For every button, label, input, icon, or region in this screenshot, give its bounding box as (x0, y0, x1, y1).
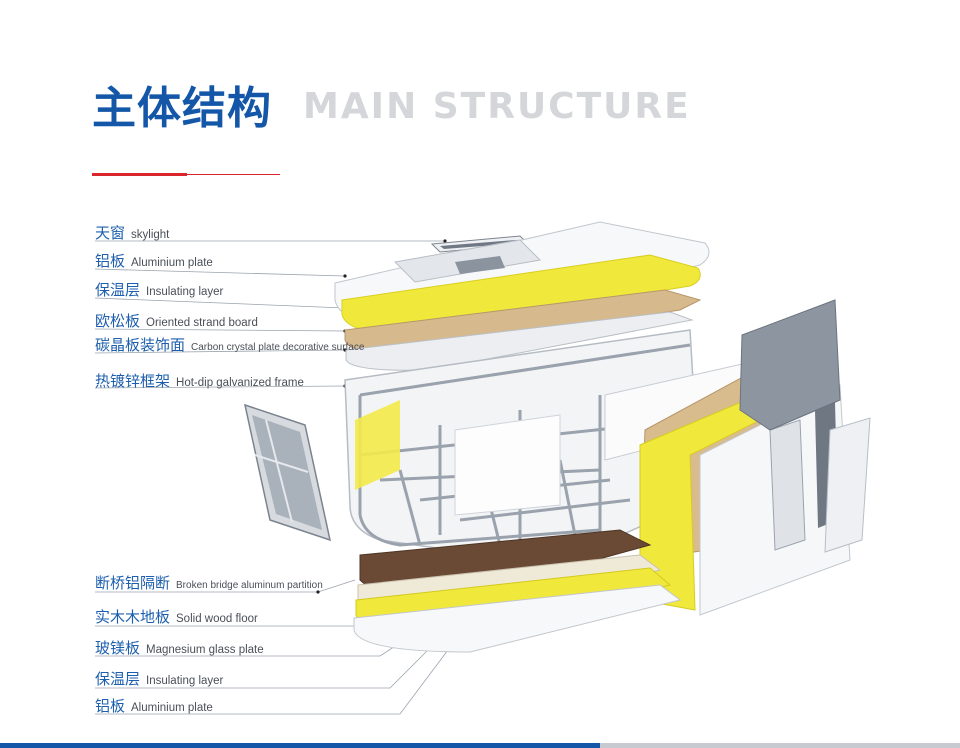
title-underline-thin (187, 174, 280, 175)
page-title-cn: 主体结构 (92, 83, 272, 134)
left-door-part (243, 403, 332, 542)
leader-line-insulating-bottom (95, 637, 441, 689)
interior-insulation (355, 400, 400, 490)
right-wall-layers (604, 299, 871, 616)
leader-line-carbon-crystal (94, 349, 346, 354)
interior-wall (454, 414, 561, 516)
leader-lines (94, 240, 449, 715)
leader-line-frame (94, 385, 346, 389)
footer-bar-gray (600, 743, 960, 748)
right-door-panel (824, 417, 871, 553)
leader-line-osb (94, 328, 346, 332)
floor-aluminium-part (353, 584, 682, 653)
footer-bar-blue (0, 743, 600, 748)
leader-line-aluminium-top (94, 268, 346, 277)
roof-carbon-crystal-part (345, 311, 694, 371)
leader-line-insulating-top (94, 297, 346, 309)
page-title-en: MAIN STRUCTURE (303, 86, 691, 127)
title-underline (92, 173, 187, 176)
right-window-panel (739, 299, 841, 431)
floor-stack (353, 529, 682, 653)
leader-line-aluminium-bottom (95, 649, 449, 715)
